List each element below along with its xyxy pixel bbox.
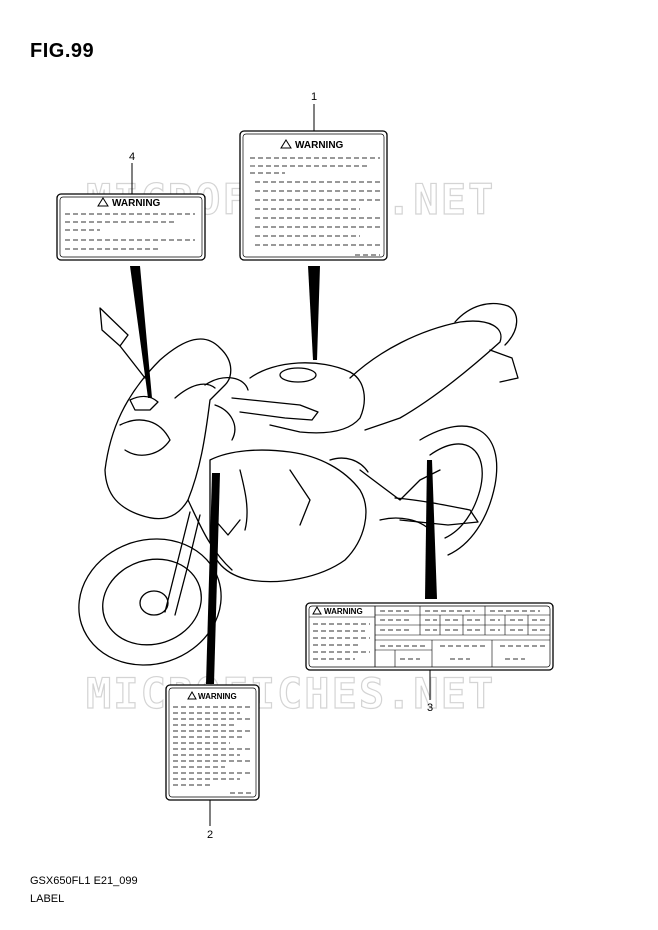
label-3-warning-text: WARNING: [324, 607, 363, 616]
label-4-warning-text: WARNING: [112, 198, 161, 209]
watermark-bottom: MICROFICHES.NET: [86, 669, 495, 718]
warning-triangle-icon: [97, 197, 109, 207]
callout-4: 4: [129, 151, 135, 163]
footer: GSX650FL1 E21_099 LABEL: [30, 872, 138, 908]
leader-1: [308, 266, 320, 360]
label-3-warning-table: WARNING: [305, 602, 554, 671]
callout-3: 3: [427, 702, 433, 714]
leader-3: [425, 460, 437, 599]
callout-2: 2: [207, 829, 213, 841]
callout-lines: [131, 104, 431, 826]
callout-1: 1: [311, 91, 317, 103]
label-2-warning-text: WARNING: [198, 692, 237, 701]
leader-4: [130, 266, 152, 398]
model-code: GSX650FL1 E21_099: [30, 875, 138, 887]
figure-title: FIG.99: [30, 40, 95, 62]
label-1-warning-text: WARNING: [295, 140, 344, 151]
warning-triangle-icon: [280, 139, 292, 149]
section-name: LABEL: [30, 893, 65, 905]
leader-2: [206, 473, 220, 684]
leader-lines: [130, 266, 437, 684]
label-2-warning: WARNING: [165, 684, 260, 801]
label-4-warning: WARNING: [56, 193, 206, 261]
label-1-warning: WARNING: [239, 130, 388, 261]
warning-triangle-icon: [187, 690, 197, 700]
warning-triangle-icon: [312, 605, 322, 615]
